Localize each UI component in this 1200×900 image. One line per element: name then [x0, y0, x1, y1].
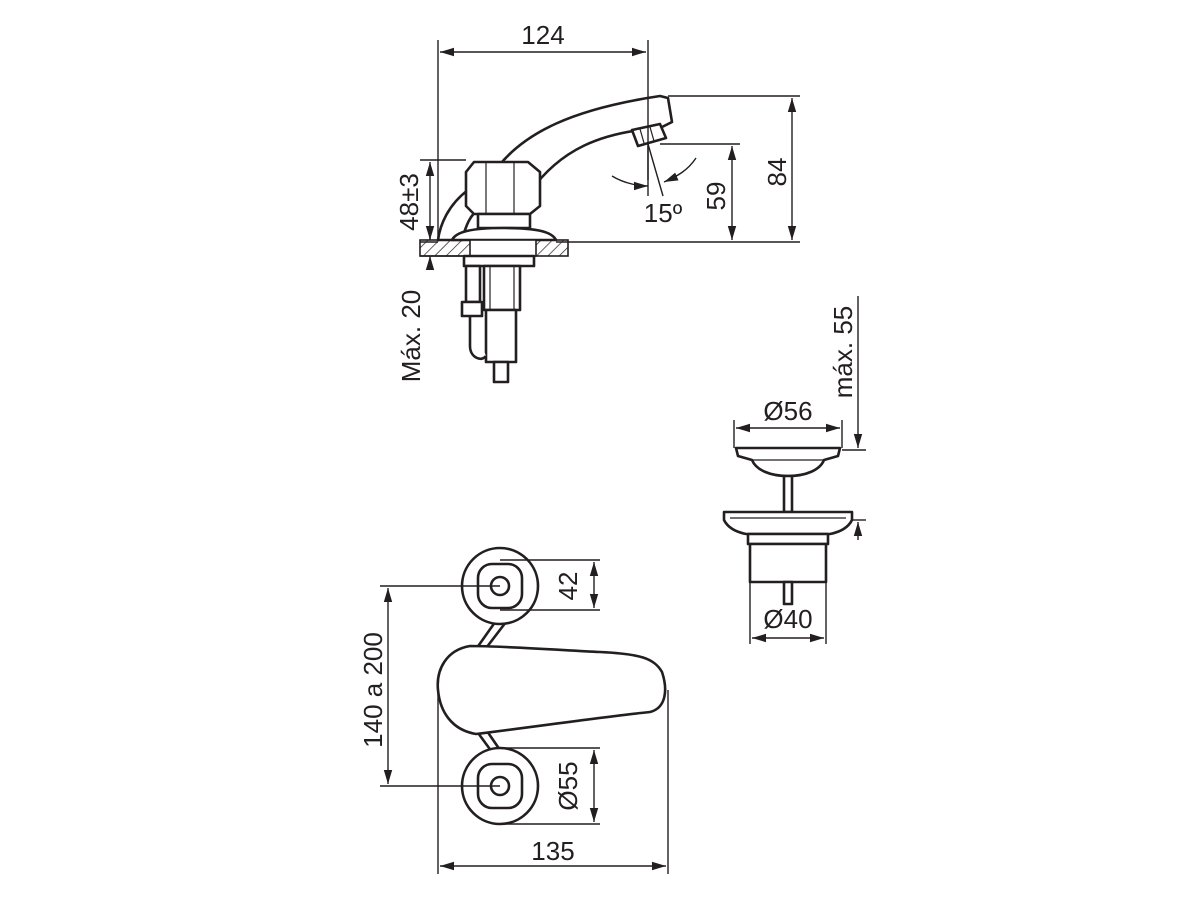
escutcheon	[450, 226, 558, 242]
cartridge	[484, 308, 518, 364]
dim-140-200: 140 a 200	[358, 632, 388, 748]
pipe-left	[464, 264, 482, 304]
drain-collar	[746, 532, 830, 546]
faucet-side-view: 124 84 59 15º 48±3 Máx. 20	[394, 20, 800, 384]
dim-59: 59	[701, 182, 731, 211]
dim-max-55: máx. 55	[828, 306, 858, 399]
dim-diameter-55: Ø55	[553, 761, 583, 810]
dim-15-angle: 15º	[644, 198, 683, 228]
drain-rod-lower	[782, 580, 794, 606]
drain-view: Ø56 máx. 55 Ø40	[722, 296, 866, 644]
dim-135: 135	[531, 836, 574, 866]
valve-cap	[464, 160, 542, 216]
inlet	[492, 360, 510, 384]
dim-diameter-56: Ø56	[763, 396, 812, 426]
valve-stem	[476, 212, 532, 230]
fitting	[460, 300, 484, 318]
drain-body	[748, 542, 828, 584]
dim-124: 124	[521, 20, 564, 50]
drain-stopper	[734, 446, 842, 478]
drain-rod	[782, 474, 794, 514]
spout-top-view	[436, 644, 667, 736]
dim-max-20: Máx. 20	[396, 290, 426, 383]
faucet-top-view: 42 Ø55 140 a 200 135	[358, 546, 669, 874]
dim-42: 42	[553, 572, 583, 601]
hose	[468, 316, 488, 360]
drain-flange	[722, 510, 854, 536]
dim-diameter-40: Ø40	[763, 604, 812, 634]
dim-84: 84	[762, 158, 792, 187]
lock-nut	[462, 254, 536, 268]
dim-48: 48±3	[394, 173, 424, 231]
